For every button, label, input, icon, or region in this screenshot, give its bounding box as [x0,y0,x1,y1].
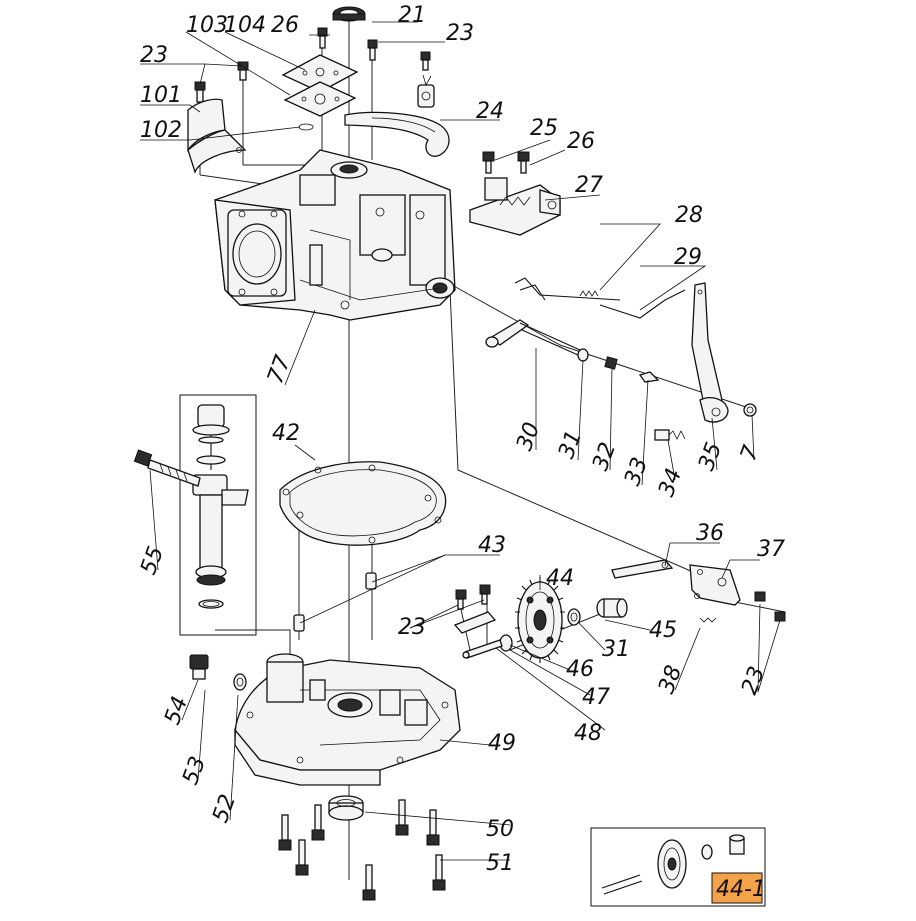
link-rod-28 [514,277,621,301]
label-42: 42 [272,421,300,446]
label-51: 51 [486,851,514,876]
label-31-lower: 31 [602,637,630,662]
label-26: 26 [567,129,595,154]
bolt-23-top [367,39,378,61]
label-34: 34 [654,465,687,500]
link-rod-29 [599,289,686,319]
label-44: 44 [546,566,574,591]
label-30: 30 [512,419,545,454]
washer-31 [577,348,589,362]
washer-47 [499,634,513,652]
label-38: 38 [654,662,687,697]
bolt-23-left-a [194,81,206,103]
label-77: 77 [263,352,296,387]
label-54: 54 [160,693,193,728]
oil-seal-21 [332,6,366,22]
label-36: 36 [696,521,724,546]
bolts-23-lower [455,584,491,610]
oil-seal-50 [328,795,364,821]
bolts-51 [278,799,446,901]
bracket-37 [689,564,741,606]
gasket-42 [279,461,447,546]
cover-plate-104 [281,54,359,93]
bolt-26 [517,151,530,174]
label-23-lower: 23 [398,615,426,640]
label-55: 55 [136,543,169,578]
label-25: 25 [530,116,558,141]
washer-52 [233,673,247,691]
label-104: 104 [224,13,266,38]
governor-gear-44 [515,577,565,663]
label-23-left: 23 [140,43,168,68]
spring-38 [699,617,717,623]
lever-35 [691,282,729,423]
plate-and-pin-48 [453,611,503,659]
label-103: 103 [186,13,228,38]
clip-33 [638,371,660,383]
label-27: 27 [575,173,603,198]
label-102: 102 [140,118,182,143]
washer-small [298,123,314,131]
dipstick-assembly-box [179,394,257,636]
label-48: 48 [574,721,602,746]
label-29: 29 [674,245,702,270]
nut-32 [604,356,618,370]
bolt-25 [482,151,495,174]
label-49: 49 [488,731,516,756]
label-35: 35 [694,439,727,474]
label-101: 101 [140,83,182,108]
drain-plug-54 [189,654,209,680]
crankcase-cover-49 [234,653,461,786]
label-37: 37 [757,537,785,562]
bolt-26-top [317,27,328,49]
crankcase-block [214,149,456,321]
part-labels: 21 26 104 103 23 23 101 102 24 25 26 27 … [136,3,785,876]
bolt-55 [133,449,201,487]
label-26-top: 26 [271,13,299,38]
label-52: 52 [208,791,241,826]
heat-shield-101 [187,98,247,174]
gasket-103 [283,81,357,117]
label-21: 21 [398,3,426,28]
nut-7 [743,403,757,417]
arm-36 [611,559,674,579]
inset-label-44-1: 44-1 [711,872,766,904]
dowel-pins-43 [293,572,377,632]
label-45: 45 [649,618,677,643]
label-31: 31 [554,427,587,462]
bolt-23-top-right [420,51,431,71]
washer-31-lower [567,608,581,626]
label-7: 7 [736,442,764,464]
governor-shaft-30 [485,319,581,356]
label-46: 46 [566,657,594,682]
label-28: 28 [675,203,703,228]
inset-44-1 [590,827,766,907]
label-23-top-right: 23 [446,21,474,46]
label-32: 32 [588,439,621,474]
spring-34 [654,429,686,441]
governor-arm-24 [344,74,450,157]
label-53: 53 [178,753,211,788]
sleeve-45 [596,598,628,618]
leader-lines [140,21,781,861]
label-24: 24 [476,99,504,124]
label-47: 47 [582,685,610,710]
label-50: 50 [486,817,514,842]
control-bracket-27 [469,177,561,236]
label-33: 33 [620,454,653,489]
inset-label-text: 44-1 [716,877,766,902]
label-43: 43 [478,533,506,558]
